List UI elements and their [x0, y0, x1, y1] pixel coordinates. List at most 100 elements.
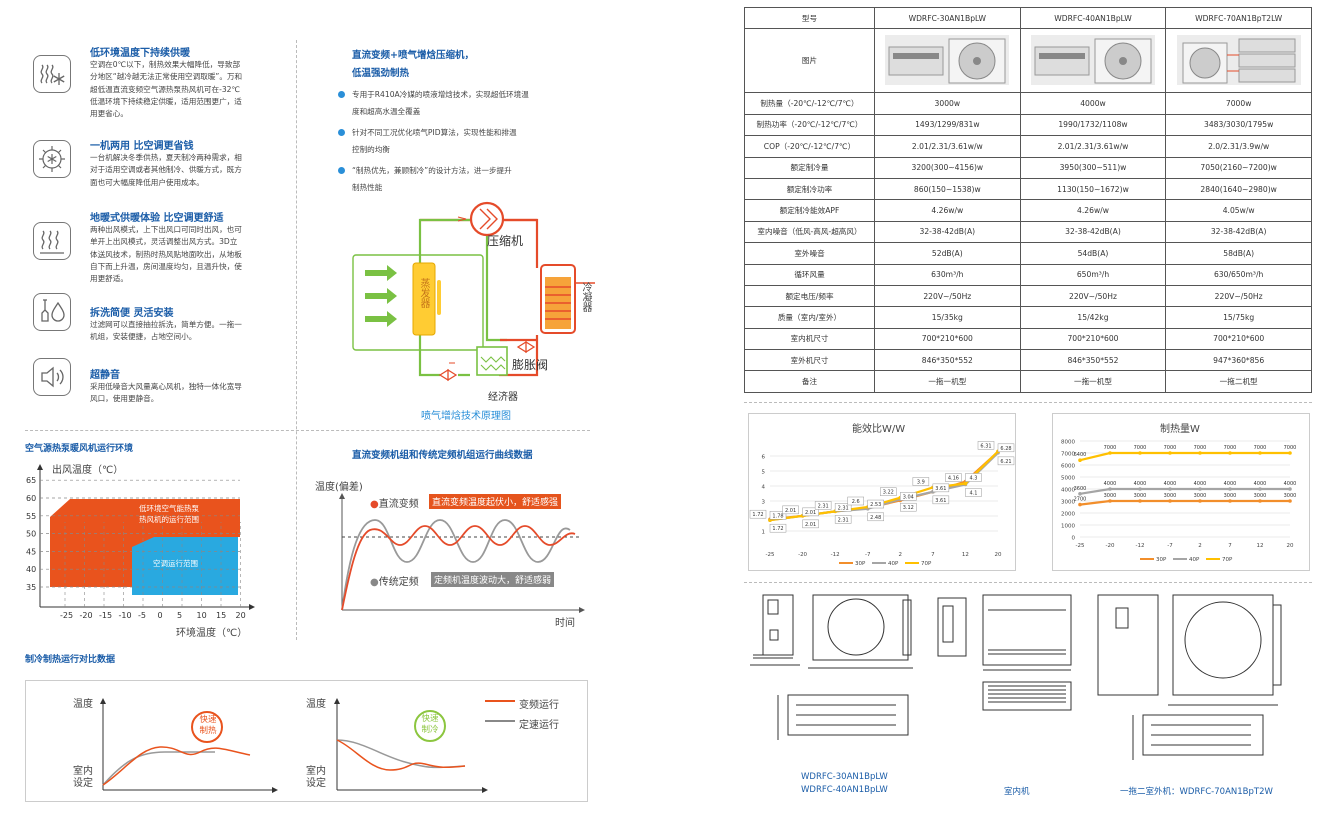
- table-cell: 室内机尺寸: [744, 327, 875, 351]
- table-cell: 额定制冷能效APF: [744, 199, 875, 222]
- data-label: 4000: [1284, 481, 1297, 487]
- xtick-label: 2: [899, 552, 903, 558]
- data-label: 3000: [1134, 493, 1147, 499]
- data-label: 6.28: [1000, 446, 1011, 452]
- data-point: [1168, 451, 1172, 455]
- tools-drop-icon: [33, 293, 71, 331]
- xtick-label: 7: [1228, 543, 1232, 549]
- data-point: [1138, 451, 1142, 455]
- ac-range-label: 空调运行范围: [153, 559, 198, 568]
- data-label: 7000: [1104, 445, 1117, 451]
- divider-vertical: [296, 40, 297, 640]
- feature-title-4: 拆洗简便 灵活安装: [90, 308, 174, 319]
- data-label-box: [802, 507, 819, 517]
- data-label-box: [977, 441, 995, 450]
- data-label-box: [900, 492, 917, 501]
- product-photo-70: [1176, 34, 1301, 85]
- table-cell: 32-38-42dB(A): [874, 220, 1021, 244]
- data-label: 7000: [1284, 445, 1297, 451]
- table-cell: COP（-20℃/-12℃/7℃）: [744, 135, 875, 158]
- data-label: 1.72: [752, 512, 763, 518]
- table-cell: 4.05w/w: [1165, 199, 1312, 222]
- compressor-label: 压缩机: [487, 234, 524, 248]
- data-label: 3.61: [935, 498, 946, 504]
- xtick-label: -20: [1106, 543, 1115, 549]
- data-label: 3.22: [883, 490, 894, 496]
- feature-title-1: 低环境温度下持续供暖: [90, 48, 190, 59]
- data-label: 2.31: [818, 503, 829, 509]
- env-xtick: -5: [138, 611, 146, 620]
- data-point: [1228, 451, 1232, 455]
- heat-range-label: 低环境空气能热泵热风机的运行范围: [139, 504, 199, 524]
- cop-chart: 123456-25-20-12-72712201.781.721.722.012…: [749, 441, 1015, 567]
- series-line-40P: [1079, 487, 1290, 495]
- data-point: [1258, 499, 1262, 503]
- heat-wave-icon: [33, 222, 71, 260]
- legend-fixed: 定速运行: [519, 720, 559, 731]
- env-ytick: 60: [26, 494, 36, 503]
- table-cell: 制热功率（-20℃/-12℃/7℃）: [744, 113, 875, 137]
- env-ytick: 40: [26, 565, 36, 574]
- env-ytick: 35: [26, 583, 36, 592]
- dc-note: 直流变频温度起伏小，舒适感强: [429, 494, 562, 509]
- table-header-row: 型号 WDRFC-30AN1BpLW WDRFC-40AN1BpLW WDRFC…: [744, 6, 1312, 30]
- table-cell: 室外机尺寸: [744, 349, 875, 372]
- condenser-label: 冷凝器: [580, 282, 591, 312]
- data-label: 4.16: [948, 476, 959, 482]
- legend-label-70P: 70P: [921, 561, 932, 567]
- data-label: 2.31: [838, 505, 849, 511]
- sun-snow-icon: [33, 140, 71, 178]
- data-point: [1078, 492, 1082, 496]
- ytick-label: 3000: [1061, 500, 1075, 506]
- env-ylabel: 出风温度（℃）: [52, 465, 124, 476]
- data-label-box: [834, 503, 852, 512]
- curve-ylabel: 温度(偏差): [315, 482, 363, 493]
- legend-label-40P: 40P: [888, 561, 899, 567]
- data-label: 3000: [1104, 493, 1117, 499]
- refrigerant-diagram: [352, 201, 595, 382]
- cop-chart-title: 能效比W/W: [852, 424, 906, 435]
- data-label-box: [802, 519, 819, 529]
- table-cell: 630m³/h: [874, 263, 1021, 286]
- data-label-box: [945, 473, 962, 482]
- expansion-label: 膨胀阀: [512, 358, 549, 372]
- table-cell: 7050(2160~7200)w: [1165, 156, 1312, 179]
- xtick-label: -12: [831, 552, 840, 558]
- fast-heat-badge: 快速制热: [199, 715, 217, 736]
- data-label: 7000: [1194, 445, 1207, 451]
- data-label-box: [997, 456, 1015, 466]
- table-cell: 54dB(A): [1019, 242, 1167, 265]
- compressor-title-1: 直流变频+喷气增焓压缩机，: [352, 50, 474, 61]
- data-point: [1198, 499, 1202, 503]
- legend-label-40P: 40P: [1189, 557, 1200, 563]
- data-label-box: [912, 477, 930, 486]
- data-label: 3.04: [903, 494, 914, 500]
- fixed-note: 定频机温度波动大，舒适感弱: [431, 572, 555, 587]
- table-row: 备注一拖一机型一拖一机型一拖二机型: [744, 370, 1312, 393]
- feature-text-2: 一台机解决冬季供热，夏天制冷两种需求，相对于适用空调或者其他制冷、供暖方式，既方…: [90, 153, 242, 187]
- xtick-label: 20: [995, 552, 1002, 558]
- data-label: 2.31: [838, 517, 849, 523]
- data-label: 3000: [1254, 493, 1267, 499]
- xtick-label: -25: [1076, 543, 1085, 549]
- table-cell: 4.26w/w: [1019, 199, 1167, 222]
- data-label-box: [867, 512, 884, 522]
- table-cell: 32-38-42dB(A): [1019, 220, 1167, 244]
- table-cell: 2.01/2.31/3.61w/w: [1019, 135, 1167, 158]
- data-label-box: [997, 443, 1015, 453]
- env-chart-title: 空气源热泵暖风机运行环境: [25, 444, 134, 454]
- ytick-label: 2000: [1061, 512, 1075, 518]
- env-xtick: 0: [158, 611, 163, 620]
- curve-chart: [339, 493, 585, 613]
- env-ytick: 50: [26, 530, 36, 539]
- evaporator-label: 蒸发器: [418, 278, 429, 308]
- ytick-label: 8000: [1061, 440, 1075, 446]
- feature-text-3: 两种出风模式，上下出风口可同时出风，也可单开上出风模式，灵活调整出风方式。3D立…: [90, 225, 242, 284]
- curve-xlabel: 时间: [555, 618, 575, 629]
- drawing-label-indoor: 室内机: [1004, 787, 1030, 797]
- compare-ylabel-1: 温度: [73, 699, 93, 710]
- drawing-label-30: WDRFC-30AN1BpLW: [801, 772, 888, 782]
